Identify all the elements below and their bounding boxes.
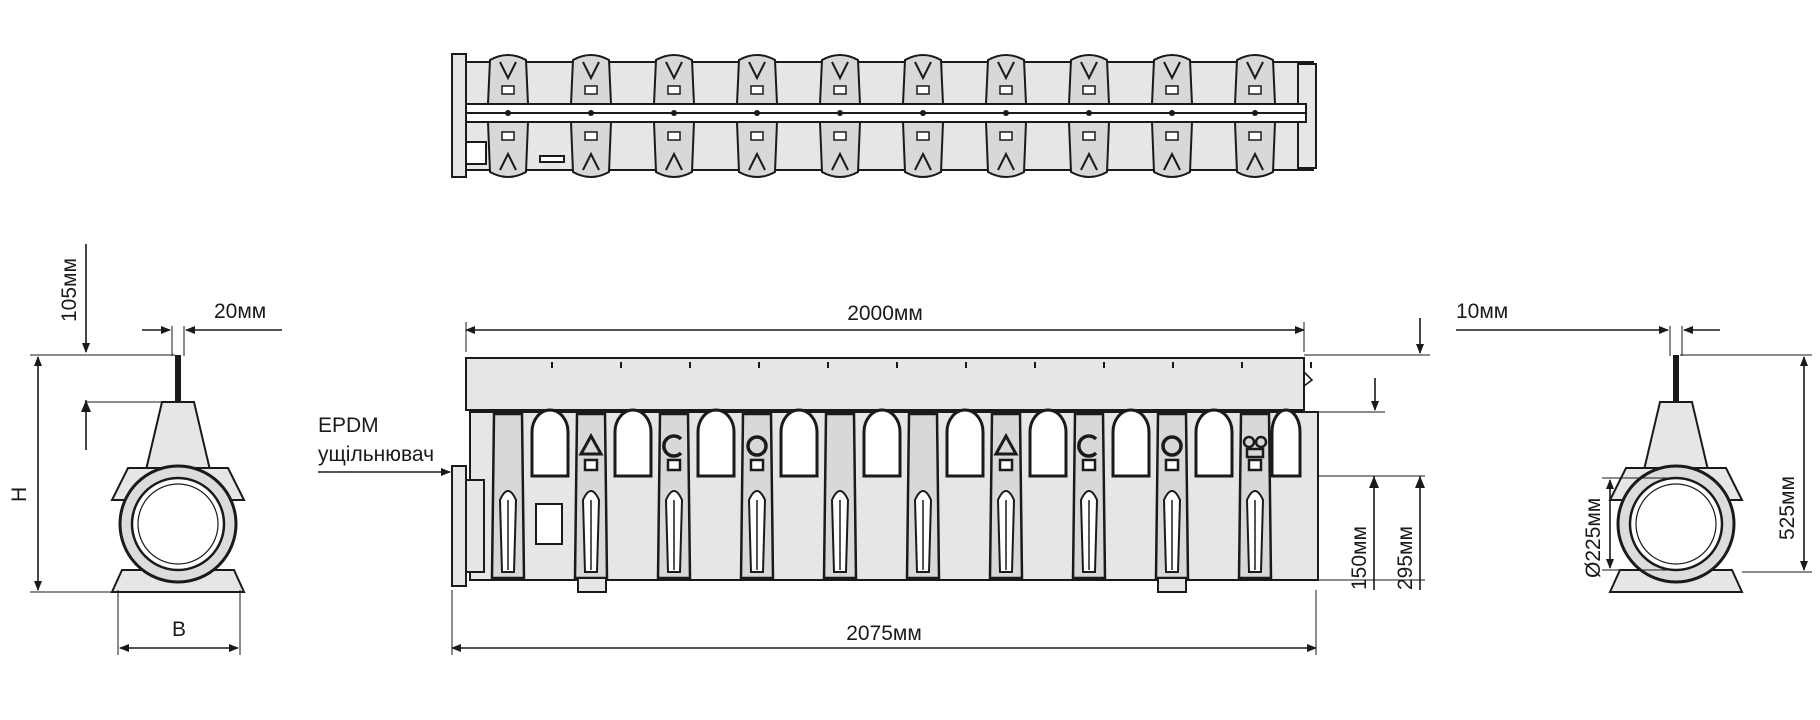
- top-module: [486, 54, 530, 178]
- c-icon: [662, 434, 683, 472]
- leg: [1154, 412, 1190, 580]
- recycle-icon: [578, 432, 604, 472]
- top-module: [1067, 54, 1111, 178]
- label-150mm: 150мм: [1348, 526, 1371, 590]
- leg: [490, 412, 526, 580]
- label-b: B: [172, 618, 186, 641]
- o-icon: [746, 435, 768, 472]
- leg: [739, 412, 775, 580]
- label-105mm: 105мм: [58, 258, 81, 322]
- label-diameter: Ø225мм: [1582, 498, 1605, 578]
- top-module: [901, 54, 945, 178]
- dimension-lines: [30, 244, 1812, 655]
- leg: [1071, 412, 1107, 580]
- dimension-labels: 2000мм 2075мм 20мм 10мм 105мм 150мм 295м…: [8, 258, 1799, 645]
- label-seal: ущільнювач: [318, 443, 434, 466]
- arches: [530, 408, 1302, 478]
- right-end-view: [1608, 355, 1744, 593]
- label-2075: 2075мм: [846, 622, 922, 645]
- label-20mm: 20мм: [214, 300, 266, 323]
- embossed-icons: [578, 432, 1268, 472]
- top-module: [652, 54, 696, 178]
- label-epdm: EPDM: [318, 414, 379, 437]
- front-view: [451, 357, 1319, 593]
- top-module: [1150, 54, 1194, 178]
- leg: [656, 412, 692, 580]
- leg: [905, 412, 941, 580]
- label-525mm: 525мм: [1776, 476, 1799, 540]
- top-view: [451, 53, 1317, 178]
- label-h: H: [8, 487, 31, 502]
- leg: [822, 412, 858, 580]
- label-2000: 2000мм: [847, 302, 923, 325]
- recycle-icon: [993, 432, 1019, 472]
- label-10mm: 10мм: [1456, 300, 1508, 323]
- top-module: [818, 54, 862, 178]
- label-295mm: 295мм: [1394, 526, 1417, 590]
- channel-ticks: [551, 362, 1312, 368]
- left-end-view: [110, 355, 246, 593]
- circles-icon: [1242, 435, 1268, 472]
- c-icon: [1077, 434, 1098, 472]
- top-modules: [486, 54, 1277, 178]
- o-icon: [1161, 435, 1183, 472]
- top-module: [1233, 54, 1277, 178]
- top-module: [735, 54, 779, 178]
- top-module: [569, 54, 613, 178]
- top-module: [984, 54, 1028, 178]
